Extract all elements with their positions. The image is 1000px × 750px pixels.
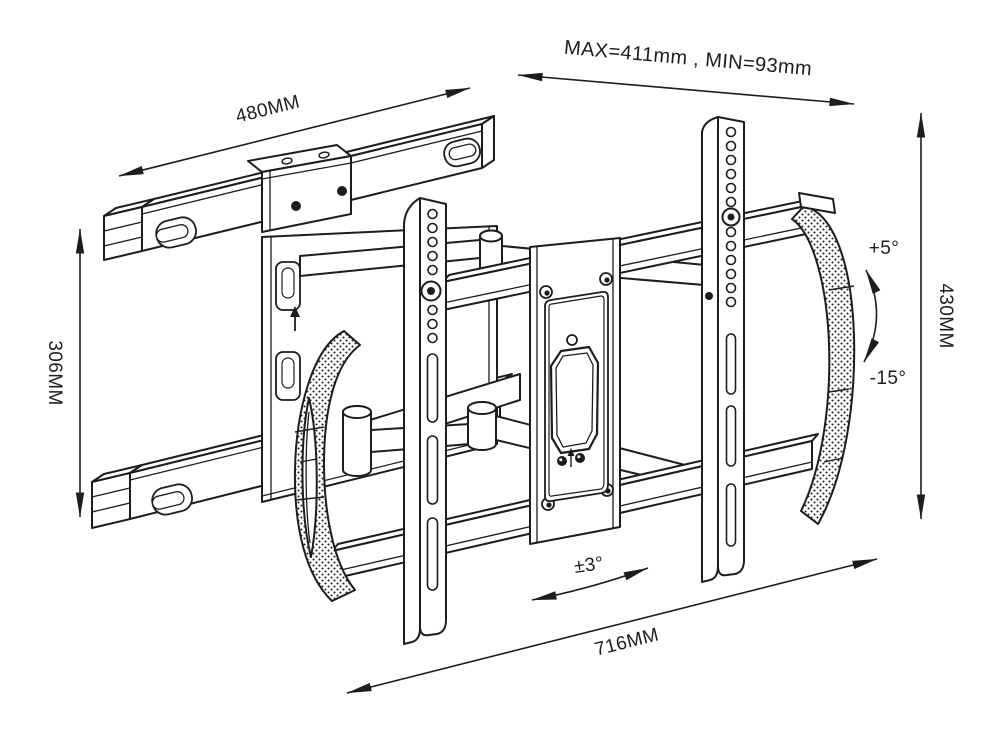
vesa-holes-right [721, 126, 741, 547]
dimension-lines [75, 72, 926, 694]
plate-hole [566, 334, 578, 346]
dimension-line-716 [346, 558, 878, 694]
label-bracket-height: 430MM [935, 283, 956, 349]
tv-rail-left [403, 197, 447, 645]
arm-bolt [705, 292, 713, 300]
tilt-arc-arrow [863, 269, 881, 363]
octagon-cutout [549, 345, 600, 455]
rail-keyhole-slot-bottom [151, 483, 193, 516]
side-cap-left [293, 330, 361, 602]
vesa-adapter-plate [529, 237, 621, 545]
pivot-post-lower [342, 405, 372, 477]
clamp-front-hole [337, 186, 347, 196]
label-wall-plate-height: 306MM [44, 340, 65, 406]
label-level-adjust: ±3° [572, 553, 606, 578]
mounting-clamp [247, 144, 352, 233]
side-cap-right [791, 192, 856, 525]
adjust-screws [557, 448, 585, 467]
vesa-holes-left [420, 208, 442, 591]
wall-plate-hook-slot-upper [275, 261, 301, 311]
level-arc-arrow [531, 567, 649, 601]
rail-keyhole-slot-left [155, 216, 197, 249]
clamp-front-hole [291, 201, 301, 211]
tv-rail-right [701, 116, 745, 583]
elbow-pivot [467, 401, 497, 451]
label-tilt-down: -15° [869, 368, 907, 389]
dimension-line-extension [517, 72, 855, 107]
wall-plate-hook-slot-lower [275, 351, 301, 401]
label-tilt-up: +5° [868, 238, 900, 259]
cap-lens [301, 397, 318, 558]
dimension-line-480 [118, 87, 471, 177]
up-arrow-icon [290, 306, 300, 331]
